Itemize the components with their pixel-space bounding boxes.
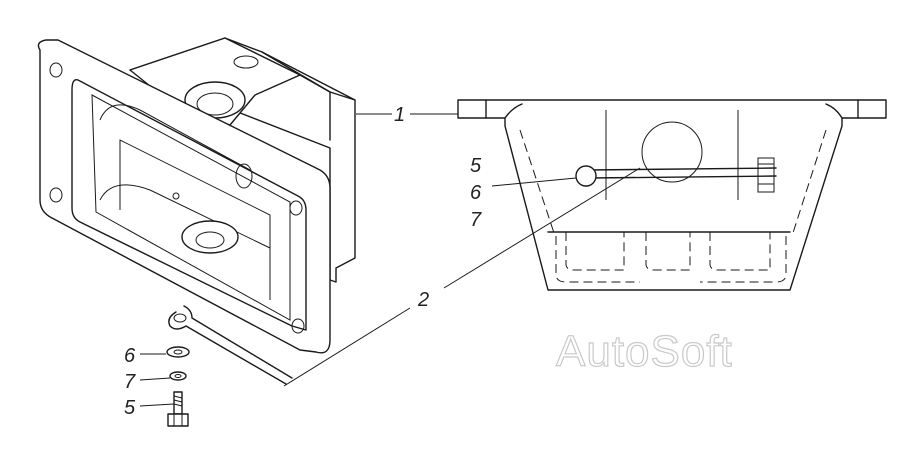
callout-6-right: 6 [470, 182, 482, 204]
bracket-isometric-view [37, 37, 356, 354]
callout-2: 2 [417, 289, 429, 311]
callout-6-fastener: 6 [124, 345, 136, 367]
washer [166, 346, 190, 358]
fastener-leaders [139, 353, 175, 407]
callout-5-right: 5 [470, 155, 482, 177]
bolt [167, 391, 189, 427]
callout-7-right: 7 [470, 209, 482, 231]
lock-washer [169, 371, 187, 381]
callout-5-fastener: 5 [124, 397, 136, 419]
bracket-front-view [457, 99, 887, 291]
ground-strap [168, 305, 293, 385]
watermark: AutoSoft [556, 327, 733, 376]
callout-1: 1 [394, 104, 405, 126]
leader-lines [283, 113, 641, 387]
callout-7-fastener: 7 [124, 371, 136, 393]
